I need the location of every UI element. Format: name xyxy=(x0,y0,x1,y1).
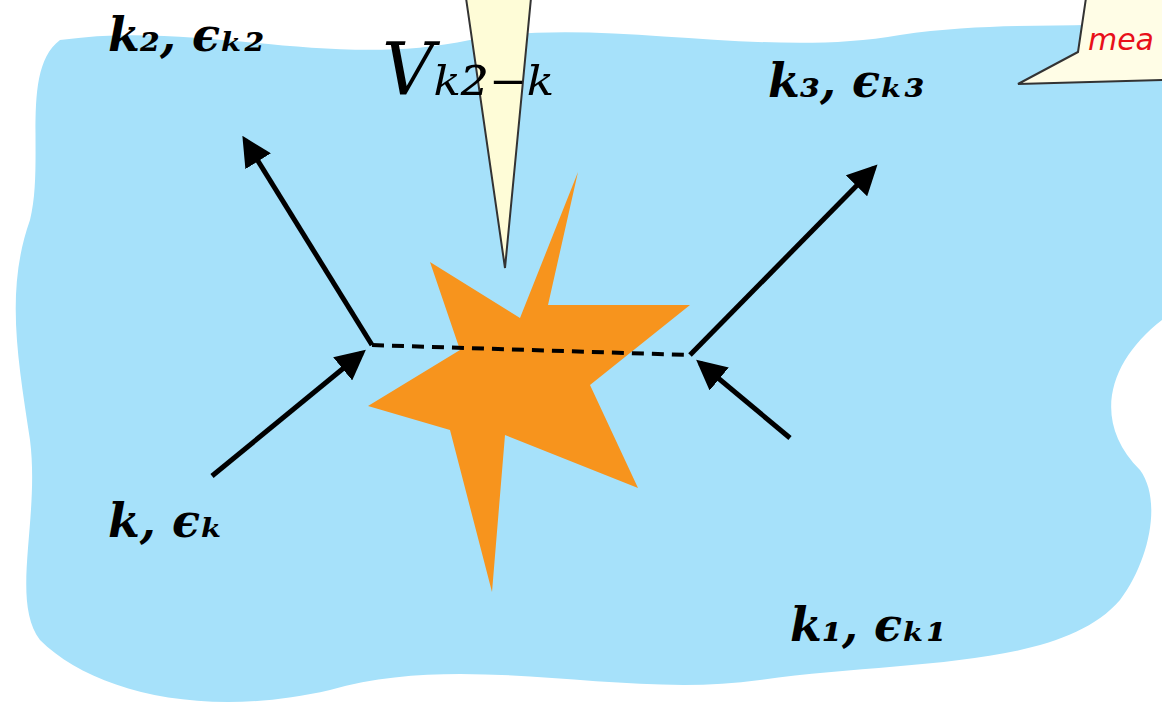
outgoing-arrow xyxy=(690,168,874,355)
interaction-label: Vₖ₂₋ₖ xyxy=(382,34,553,106)
outgoing-arrow xyxy=(245,140,372,345)
incoming-arrow xyxy=(212,353,362,476)
medium-blob xyxy=(16,20,1162,702)
momentum-label: k₂, ϵₖ₂ xyxy=(108,12,264,58)
interaction-star xyxy=(368,172,690,592)
momentum-label: k₃, ϵₖ₃ xyxy=(768,58,924,104)
callout-text: mea xyxy=(1088,25,1154,55)
momentum-label: k, ϵₖ xyxy=(108,498,224,544)
incoming-arrow xyxy=(700,363,790,438)
momentum-label: k₁, ϵₖ₁ xyxy=(790,602,946,648)
speech-bubble: mea xyxy=(1016,0,1162,86)
interaction-line xyxy=(372,345,690,355)
